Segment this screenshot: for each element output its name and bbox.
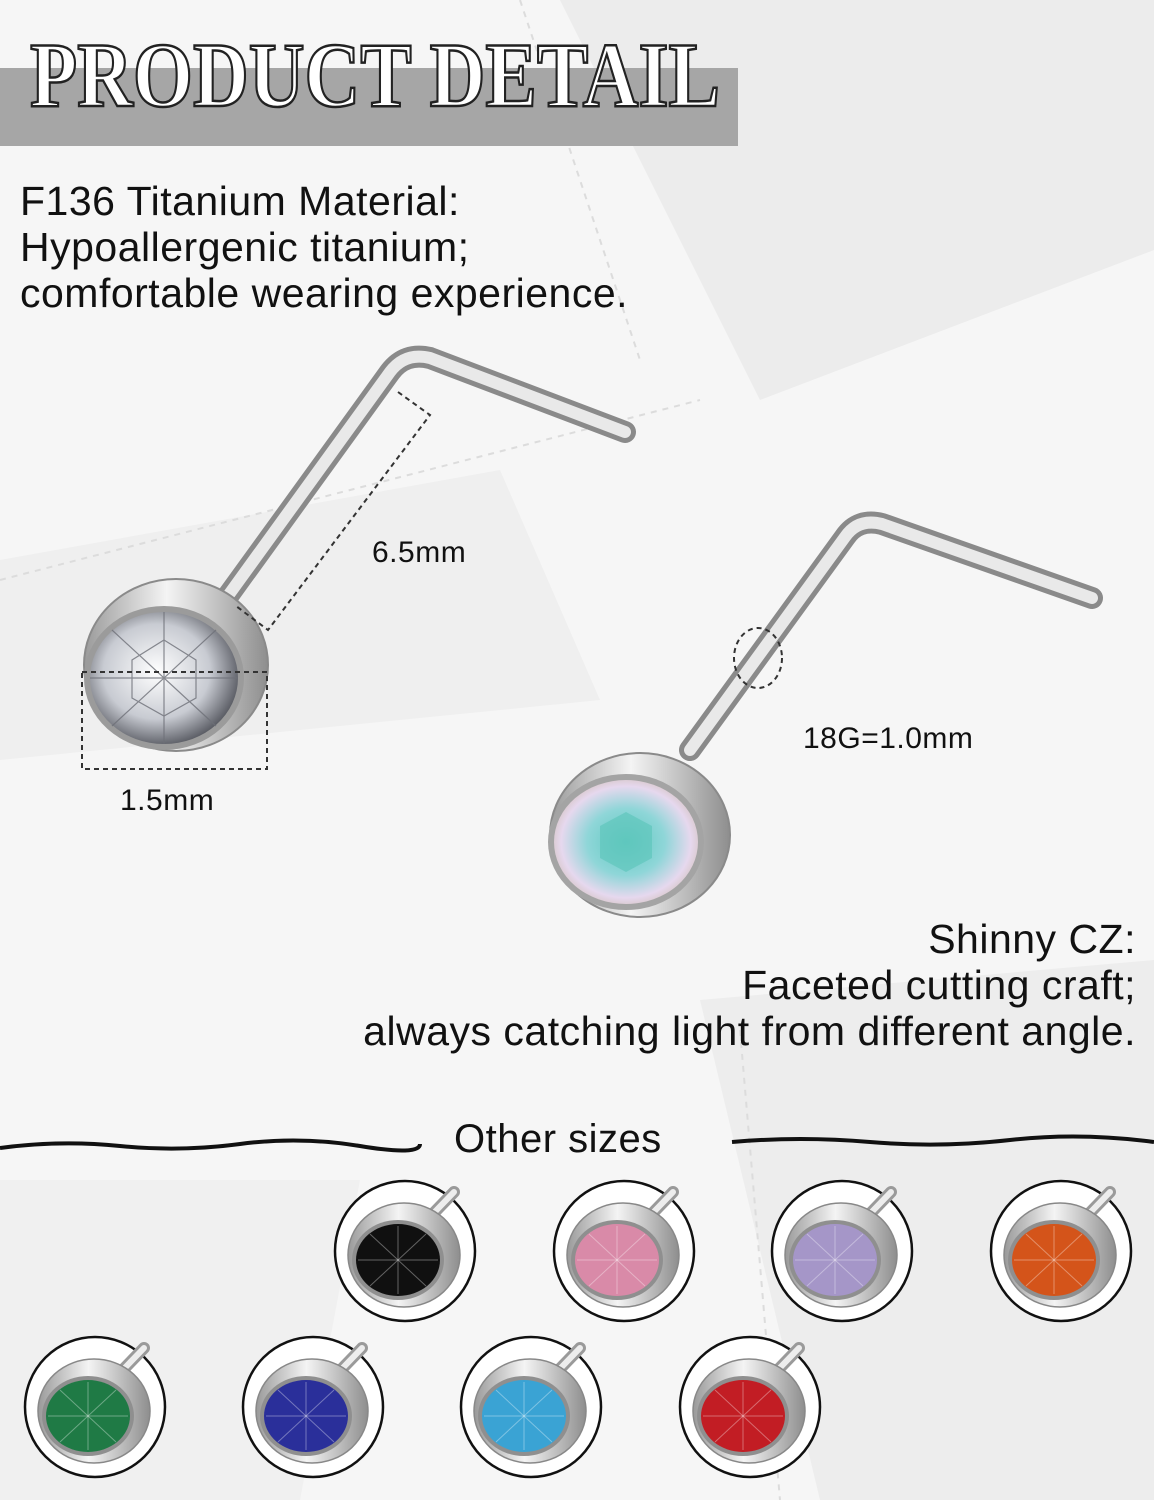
page-title: PRODUCT DETAIL (30, 26, 721, 122)
swatch-red (678, 1335, 822, 1479)
gauge-guide (733, 627, 783, 689)
header-band (0, 68, 738, 146)
material-line-1: F136 Titanium Material: (20, 178, 460, 224)
left-stud (83, 345, 636, 752)
stone-size-label: 1.5mm (120, 784, 215, 817)
swatch-orange (989, 1179, 1133, 1323)
right-stud (548, 511, 1103, 918)
swatch-lavender (770, 1179, 914, 1323)
separator-right (731, 1134, 1154, 1147)
swatch-black (333, 1179, 477, 1323)
stone-description: Shinny CZ: Faceted cutting craft; always… (363, 916, 1136, 1054)
separator-left (0, 1138, 422, 1153)
material-line-2: Hypoallergenic titanium; (20, 224, 470, 270)
material-description: F136 Titanium Material: Hypoallergenic t… (20, 178, 628, 316)
post-length-label: 6.5mm (372, 536, 467, 569)
stone-line-3: always catching light from different ang… (363, 1008, 1136, 1054)
stone-line-2: Faceted cutting craft; (742, 962, 1136, 1008)
other-sizes-title: Other sizes (454, 1117, 662, 1161)
stone-line-1: Shinny CZ: (928, 916, 1136, 962)
dimension-guides-left (81, 391, 432, 770)
material-line-3: comfortable wearing experience. (20, 270, 629, 316)
swatch-pink (552, 1179, 696, 1323)
svg-text:PRODUCT DETAIL: PRODUCT DETAIL (30, 26, 720, 122)
swatch-sapphire (241, 1335, 385, 1479)
gauge-label: 18G=1.0mm (803, 722, 974, 755)
swatch-green (23, 1335, 167, 1479)
swatch-aqua (459, 1335, 603, 1479)
